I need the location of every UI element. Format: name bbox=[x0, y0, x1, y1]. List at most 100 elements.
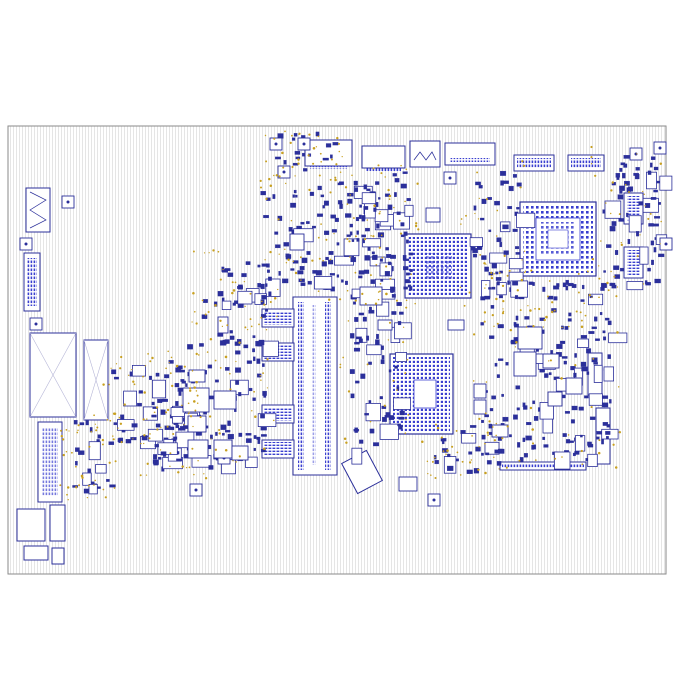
test-point bbox=[523, 250, 526, 252]
smd-part bbox=[372, 254, 378, 260]
test-point bbox=[312, 162, 315, 165]
test-point bbox=[616, 331, 619, 334]
smd-part bbox=[614, 274, 621, 279]
smd-part bbox=[400, 183, 407, 189]
smd-part bbox=[368, 361, 372, 365]
smd-part bbox=[161, 409, 164, 414]
test-point bbox=[284, 248, 286, 251]
smd-part bbox=[654, 278, 661, 284]
smd-part bbox=[215, 431, 218, 436]
smd-part bbox=[125, 439, 132, 444]
test-point bbox=[148, 437, 151, 440]
smd-part bbox=[237, 290, 253, 305]
smd-part bbox=[394, 192, 397, 197]
test-point bbox=[228, 372, 231, 375]
smd-part bbox=[595, 338, 600, 341]
smd-part bbox=[653, 223, 659, 227]
test-point bbox=[445, 453, 447, 455]
smd-part bbox=[367, 246, 371, 251]
test-point bbox=[575, 310, 578, 313]
test-point bbox=[472, 380, 475, 382]
smd-part bbox=[654, 216, 661, 219]
smd-part bbox=[356, 238, 360, 242]
test-point bbox=[192, 425, 194, 428]
smd-part bbox=[525, 435, 532, 441]
test-point bbox=[127, 374, 130, 377]
test-point bbox=[636, 255, 639, 258]
smd-part bbox=[489, 408, 494, 412]
smd-part bbox=[229, 330, 233, 334]
smd-part bbox=[619, 185, 625, 191]
test-point bbox=[132, 380, 135, 383]
smd-part bbox=[600, 287, 605, 291]
ic-package bbox=[231, 445, 249, 461]
test-point bbox=[232, 289, 236, 292]
smd-part bbox=[392, 173, 397, 177]
smd-part bbox=[155, 423, 161, 428]
smd-part bbox=[347, 198, 353, 204]
test-point bbox=[322, 259, 324, 262]
test-point bbox=[108, 461, 111, 464]
test-point bbox=[468, 291, 471, 294]
test-point bbox=[297, 162, 300, 165]
smd-part bbox=[324, 230, 330, 235]
test-point bbox=[119, 422, 123, 425]
test-point bbox=[284, 182, 287, 185]
smd-part bbox=[539, 401, 554, 420]
smd-part bbox=[387, 261, 392, 266]
smd-part bbox=[111, 369, 117, 375]
smd-part bbox=[581, 366, 588, 372]
smd-part bbox=[260, 283, 265, 290]
test-point bbox=[110, 367, 112, 369]
smd-part bbox=[543, 444, 549, 448]
smd-part bbox=[588, 293, 604, 306]
test-point bbox=[345, 441, 348, 444]
smd-part bbox=[593, 362, 598, 365]
test-point bbox=[643, 193, 645, 195]
test-point bbox=[266, 387, 269, 389]
test-point bbox=[195, 380, 198, 384]
test-point bbox=[334, 178, 337, 182]
test-point bbox=[226, 324, 229, 327]
test-point bbox=[119, 367, 122, 370]
test-point bbox=[415, 222, 418, 225]
test-point bbox=[183, 365, 186, 368]
smd-part bbox=[405, 272, 410, 276]
test-point bbox=[204, 313, 207, 316]
smd-part bbox=[397, 321, 402, 326]
smd-part bbox=[380, 359, 385, 365]
test-point bbox=[203, 252, 206, 254]
test-point bbox=[143, 442, 145, 445]
smd-part bbox=[564, 411, 570, 414]
smd-part bbox=[345, 213, 352, 218]
test-point bbox=[338, 150, 341, 153]
smd-part bbox=[469, 237, 484, 247]
smd-part bbox=[587, 441, 592, 446]
test-point bbox=[451, 445, 454, 448]
test-point bbox=[485, 263, 487, 265]
test-point bbox=[155, 406, 159, 409]
test-point bbox=[132, 438, 134, 440]
smd-part bbox=[354, 317, 359, 322]
smd-part bbox=[562, 433, 567, 437]
smd-part bbox=[515, 246, 520, 250]
mounting-pad-center bbox=[302, 142, 306, 146]
test-point bbox=[577, 272, 580, 275]
smd-part bbox=[489, 335, 495, 339]
smd-part bbox=[376, 333, 379, 339]
smd-part bbox=[628, 215, 642, 233]
smd-part bbox=[650, 162, 653, 168]
test-point bbox=[404, 200, 406, 203]
smd-part bbox=[508, 185, 514, 192]
test-point bbox=[292, 260, 295, 263]
smd-part bbox=[646, 171, 657, 190]
test-point bbox=[284, 130, 286, 133]
smd-part bbox=[175, 401, 179, 406]
mounting-pad-center bbox=[282, 170, 286, 174]
test-point bbox=[493, 439, 497, 442]
test-point bbox=[120, 355, 123, 359]
test-point bbox=[389, 277, 392, 280]
smd-part bbox=[516, 407, 520, 411]
connector-left-2 bbox=[23, 252, 41, 312]
smd-part bbox=[408, 252, 414, 256]
